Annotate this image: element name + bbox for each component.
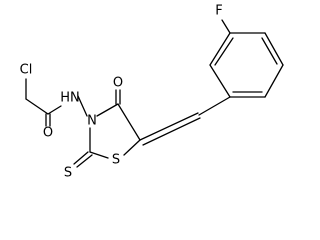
chlorine-atom-label: Cl [20,63,33,78]
bond-ar-5 [264,64,284,98]
bond-ch2-carbonyl [25,98,49,115]
bond-ar-4 [264,32,284,66]
atom-labels: Cl F O O HN N S S [20,4,223,181]
bonds [25,19,284,168]
bond-ch-ring [198,96,231,116]
bond-c5-ch-b [142,117,201,146]
bond-ar-f [221,19,231,34]
bond-s-c2 [89,151,109,159]
bond-c2-s-thione-a [73,151,89,165]
ring-nitrogen-label: N [87,114,97,129]
bond-n-c4 [96,103,119,117]
fluorine-atom-label: F [215,4,222,19]
bond-c5-s [123,139,141,156]
ketone-oxygen-label: O [113,76,123,91]
bond-c4-c5 [117,103,141,141]
bond-carbonyl-nh [47,105,62,115]
amide-nitrogen-label: HN [60,91,80,106]
bond-ar-inner-2 [261,37,278,65]
ring-sulfur-label: S [112,153,120,168]
bond-ar-2 [209,32,231,66]
thione-sulfur-label: S [64,166,72,181]
bond-c5-ch-a [139,112,199,141]
bond-c2-s-thione-b [76,154,93,168]
bond-ar-inner-1 [214,37,234,66]
bond-nh-n [77,95,88,117]
bond-ar-1 [209,64,231,98]
amide-oxygen-label: O [43,126,53,141]
chemical-structure-diagram: Cl F O O HN N S S [20,4,284,181]
